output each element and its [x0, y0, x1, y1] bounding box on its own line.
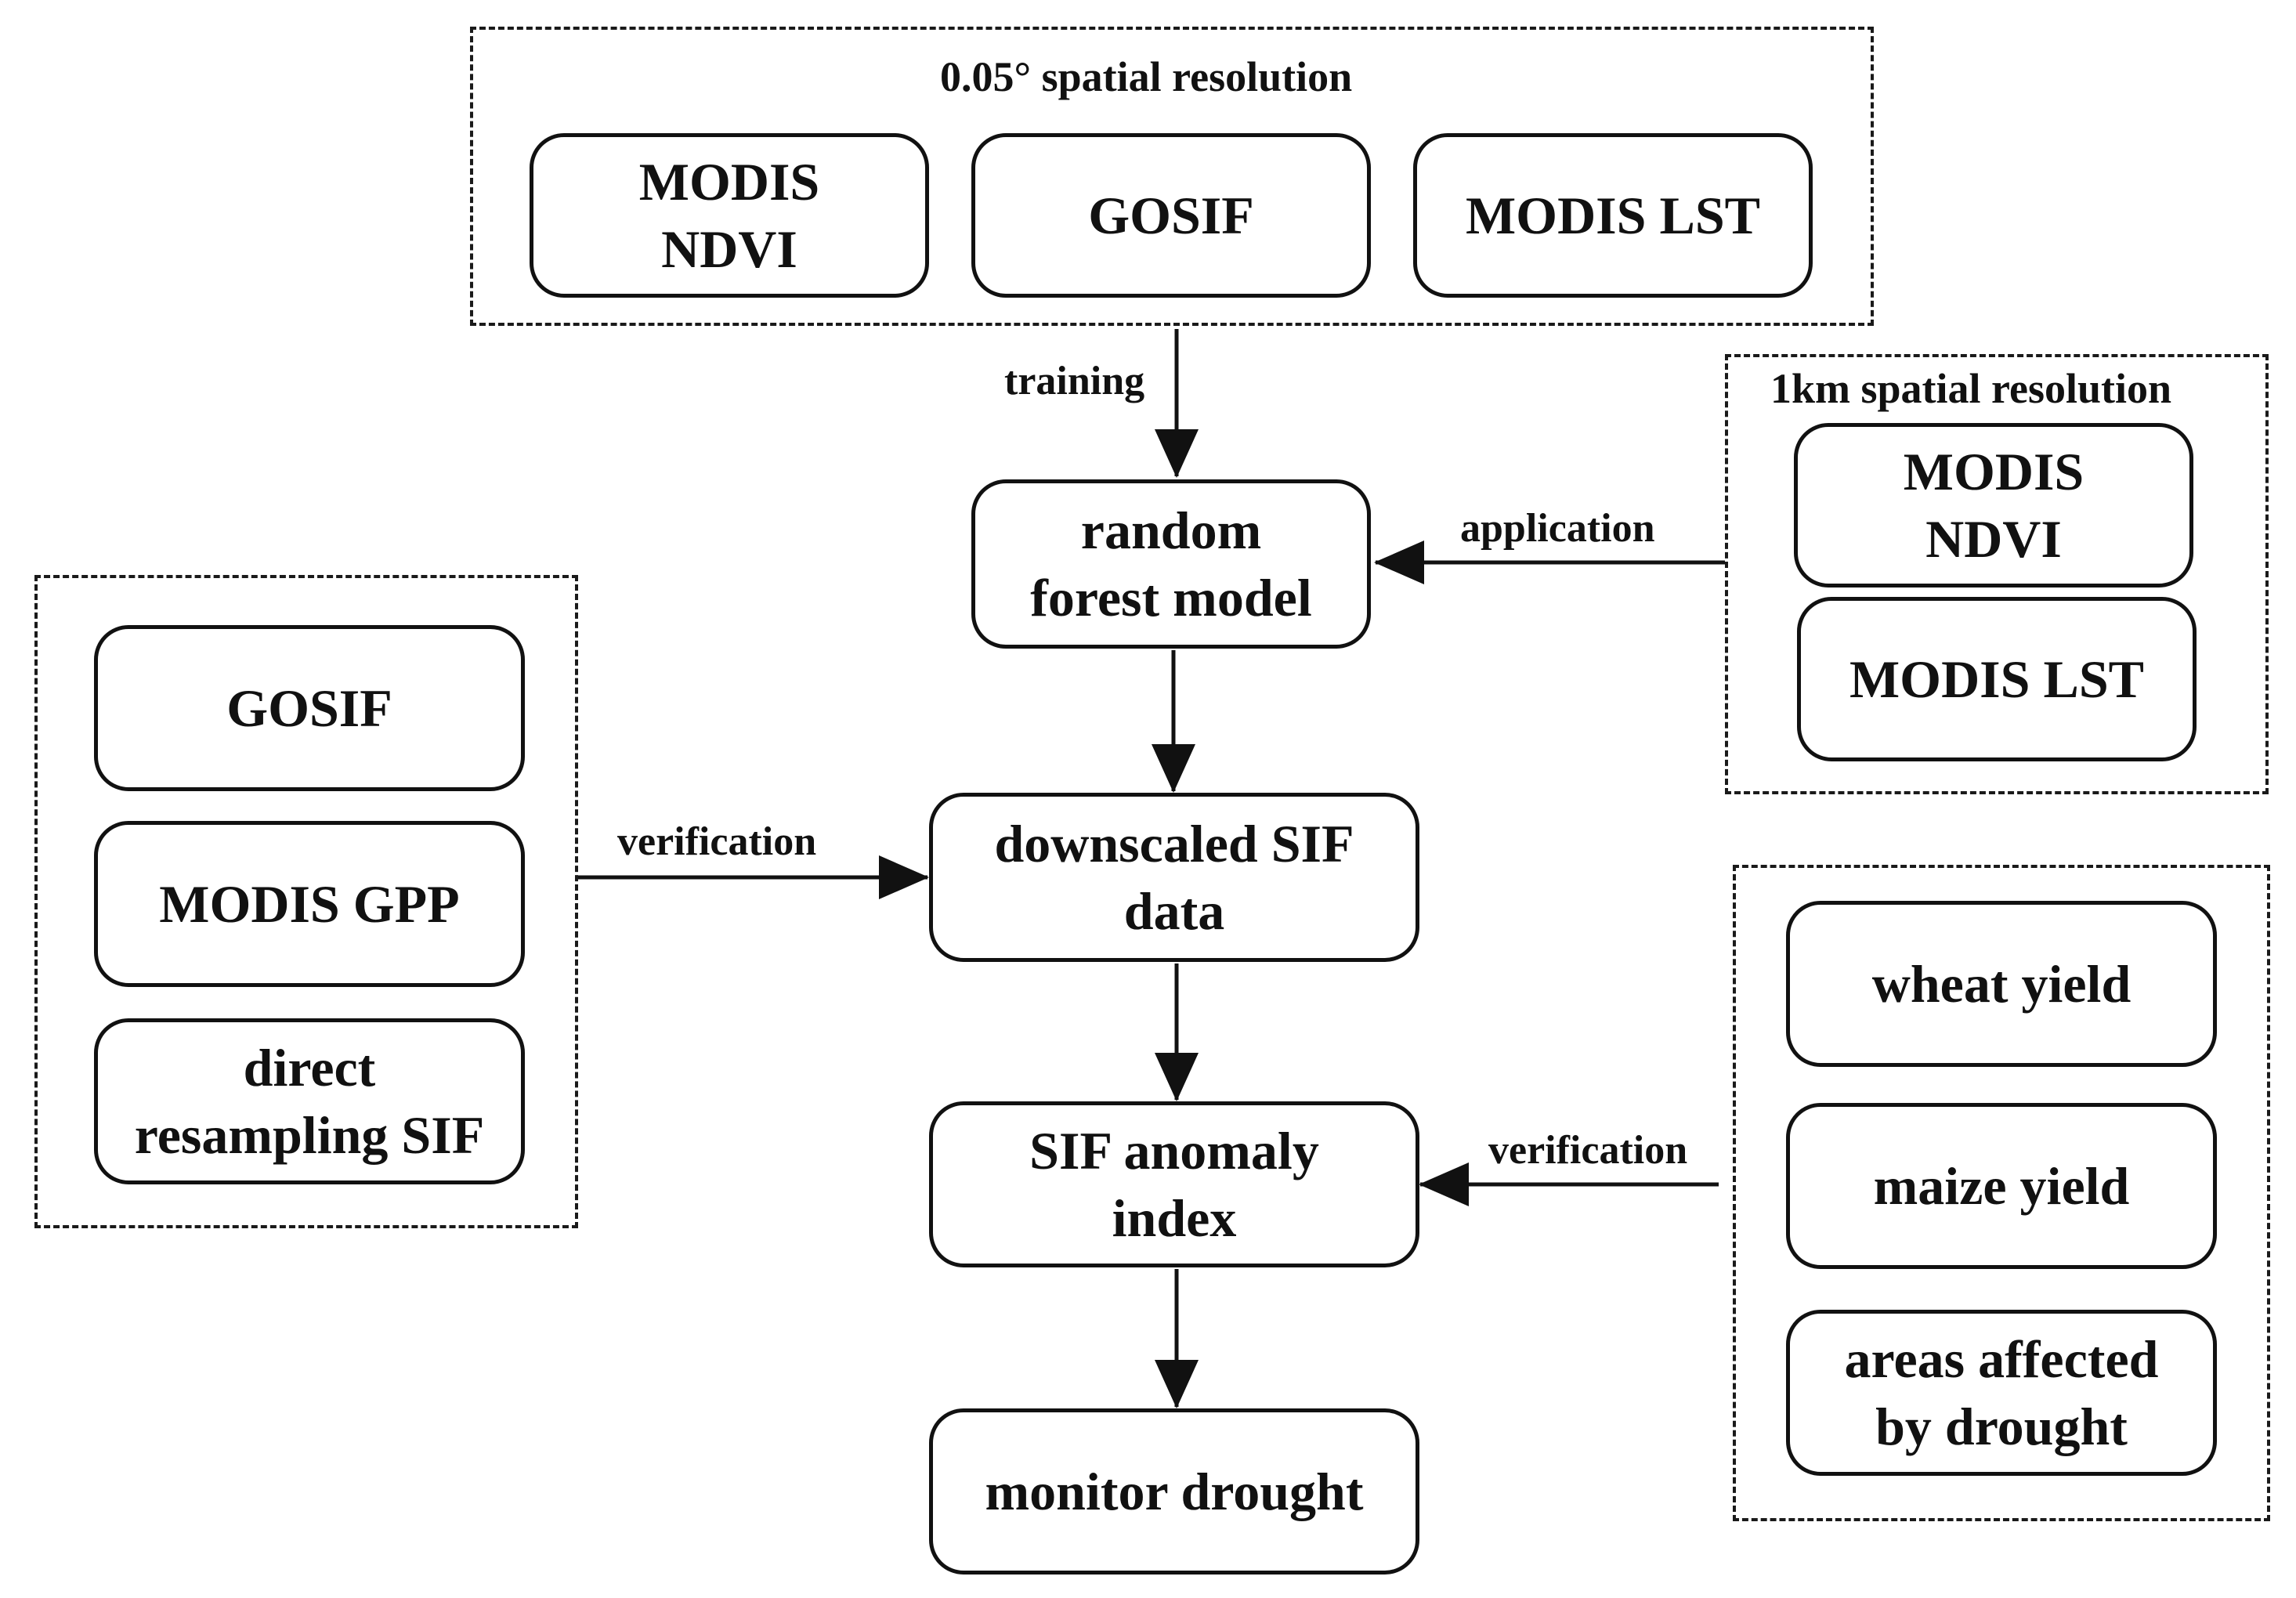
random-forest-model-box: random forest model: [971, 479, 1371, 649]
group-right-top: [1725, 354, 2269, 794]
sif-anomaly-label: SIF anomaly index: [1029, 1121, 1319, 1248]
top-modis-ndvi-label: MODIS NDVI: [638, 152, 820, 279]
wheat-yield-box: wheat yield: [1786, 901, 2217, 1067]
edge-label-verification-right: verification: [1488, 1128, 1688, 1173]
arrowhead-training: [1155, 429, 1199, 478]
arrowhead-model-to-downscaled: [1152, 744, 1195, 793]
top-modis-ndvi-box: MODIS NDVI: [530, 133, 929, 298]
top-gosif-box: GOSIF: [971, 133, 1371, 298]
downscaled-sif-label: downscaled SIF data: [994, 814, 1354, 941]
monitor-drought-label: monitor drought: [985, 1462, 1364, 1521]
group-right-bottom: [1733, 865, 2270, 1521]
edge-label-verification-left: verification: [617, 819, 817, 864]
left-direct-resampling-box: direct resampling SIF: [94, 1018, 525, 1184]
areas-affected-box: areas affected by drought: [1786, 1310, 2217, 1476]
group-left: [34, 575, 578, 1228]
right-modis-ndvi-box: MODIS NDVI: [1794, 423, 2193, 588]
wheat-yield-label: wheat yield: [1871, 954, 2131, 1014]
random-forest-model-label: random forest model: [1030, 501, 1312, 627]
group-top-label: 0.05° spatial resolution: [940, 53, 1353, 100]
group-right-top-label: 1km spatial resolution: [1770, 365, 2172, 412]
left-direct-resampling-label: direct resampling SIF: [134, 1038, 485, 1165]
maize-yield-box: maize yield: [1786, 1103, 2217, 1269]
right-modis-lst-label: MODIS LST: [1849, 649, 2144, 709]
arrowhead-verification-right: [1419, 1162, 1469, 1206]
areas-affected-label: areas affected by drought: [1844, 1329, 2159, 1456]
top-modis-lst-box: MODIS LST: [1413, 133, 1813, 298]
edge-label-application: application: [1460, 506, 1655, 551]
arrowhead-verification-left: [879, 855, 929, 899]
arrowhead-application: [1374, 540, 1424, 584]
arrowhead-downscaled-to-anomaly: [1155, 1053, 1199, 1101]
group-top: [470, 27, 1874, 326]
top-gosif-label: GOSIF: [1088, 186, 1254, 245]
edge-label-training: training: [1004, 359, 1145, 403]
sif-anomaly-box: SIF anomaly index: [929, 1101, 1419, 1267]
right-modis-lst-box: MODIS LST: [1797, 597, 2197, 761]
downscaled-sif-box: downscaled SIF data: [929, 793, 1419, 962]
left-gosif-box: GOSIF: [94, 625, 525, 791]
monitor-drought-box: monitor drought: [929, 1408, 1419, 1574]
left-modis-gpp-box: MODIS GPP: [94, 821, 525, 987]
left-gosif-label: GOSIF: [226, 678, 392, 738]
top-modis-lst-label: MODIS LST: [1466, 186, 1760, 245]
left-modis-gpp-label: MODIS GPP: [159, 874, 460, 934]
arrowhead-anomaly-to-monitor: [1155, 1360, 1199, 1408]
right-modis-ndvi-label: MODIS NDVI: [1903, 442, 2084, 569]
maize-yield-label: maize yield: [1873, 1156, 2130, 1216]
